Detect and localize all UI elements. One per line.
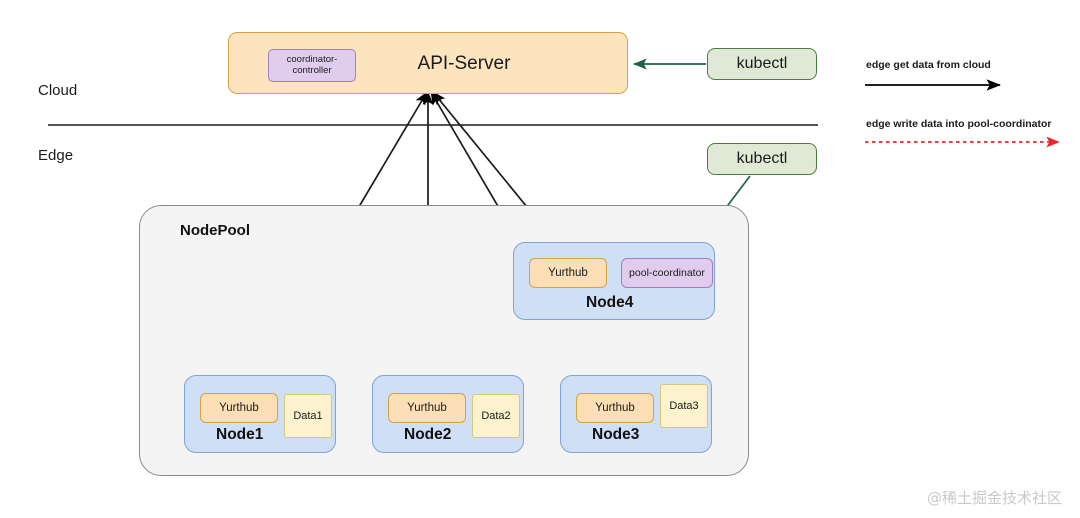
- data-label-node2: Data2: [481, 410, 511, 422]
- node-label-node1: Node1: [216, 426, 264, 443]
- coordinator-controller-box[interactable]: coordinator- controller: [268, 49, 356, 82]
- node-label-node4: Node4: [586, 294, 634, 311]
- data-box-node2[interactable]: Data2: [472, 394, 520, 438]
- coordinator-controller-label: coordinator- controller: [286, 53, 338, 76]
- kubectl-cloud-box[interactable]: kubectl: [707, 48, 817, 80]
- node-box-node1[interactable]: Yurthub Node1: [184, 375, 336, 453]
- kubectl-cloud-label: kubectl: [736, 55, 788, 72]
- data-box-node1[interactable]: Data1: [284, 394, 332, 438]
- yurthub-box-node3[interactable]: Yurthub: [576, 393, 654, 423]
- nodepool-label: NodePool: [180, 222, 250, 239]
- data-label-node3: Data3: [669, 400, 699, 412]
- cloud-zone-label: Cloud: [38, 82, 78, 99]
- node-label-node3: Node3: [592, 426, 640, 443]
- data-box-node3[interactable]: Data3: [660, 384, 708, 428]
- pool-coordinator-box[interactable]: pool-coordinator: [621, 258, 713, 288]
- yurthub-label-node4: Yurthub: [548, 267, 588, 279]
- yurthub-box-node1[interactable]: Yurthub: [200, 393, 278, 423]
- api-server-label: API-Server: [417, 53, 511, 74]
- yurthub-box-node2[interactable]: Yurthub: [388, 393, 466, 423]
- edge-zone-label: Edge: [38, 147, 74, 164]
- yurthub-label-node2: Yurthub: [407, 402, 447, 414]
- yurthub-box-node4[interactable]: Yurthub: [529, 258, 607, 288]
- node-label-node2: Node2: [404, 426, 452, 443]
- api-server-box[interactable]: API-Server coordinator- controller: [228, 32, 628, 94]
- kubectl-edge-box[interactable]: kubectl: [707, 143, 817, 175]
- kubectl-edge-label: kubectl: [736, 150, 788, 167]
- yurthub-label-node1: Yurthub: [219, 402, 259, 414]
- pool-coordinator-label: pool-coordinator: [629, 267, 705, 279]
- data-label-node1: Data1: [293, 410, 323, 422]
- yurthub-label-node3: Yurthub: [595, 402, 635, 414]
- legend-label-solid: edge get data from cloud: [866, 59, 991, 71]
- node-box-node4[interactable]: Yurthub pool-coordinator Node4: [513, 242, 715, 320]
- watermark: @稀土掘金技术社区: [926, 489, 1062, 507]
- legend-label-dotted: edge write data into pool-coordinator: [866, 118, 1052, 130]
